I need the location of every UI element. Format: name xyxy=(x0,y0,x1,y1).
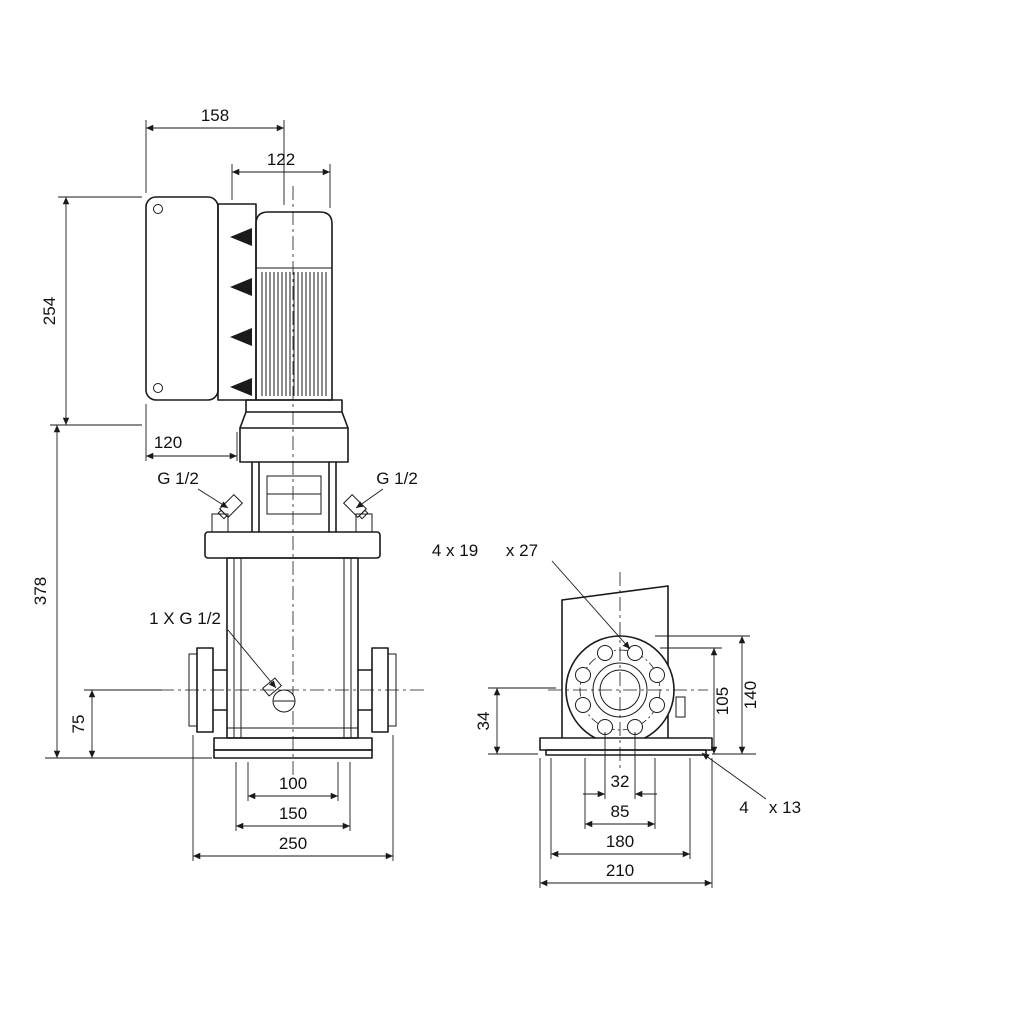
dim-210-label: 210 xyxy=(606,861,634,880)
bolt-hole xyxy=(649,697,665,713)
dim-250-label: 250 xyxy=(279,834,307,853)
bolt-hole xyxy=(575,697,591,713)
bolt-hole xyxy=(597,645,613,661)
break-line xyxy=(561,585,669,601)
dim-122-label: 122 xyxy=(267,150,295,169)
port-left-label: G 1/2 xyxy=(157,469,199,488)
side-dimensions: 4 x 19 x 27 34 105 140 32 xyxy=(432,541,801,888)
pump-head xyxy=(204,427,381,559)
dim-120-label: 120 xyxy=(154,433,182,452)
dim-100-label: 100 xyxy=(279,774,307,793)
dim-378-label: 378 xyxy=(31,577,50,605)
vent-port-left xyxy=(217,493,244,520)
pipe-flange-right xyxy=(357,647,397,733)
side-base xyxy=(539,737,713,756)
dim-34-label: 34 xyxy=(474,712,493,731)
flange-holes-label-b: x 27 xyxy=(506,541,538,560)
dim-105-label: 105 xyxy=(713,687,732,715)
port-right-label: G 1/2 xyxy=(376,469,418,488)
dim-254-label: 254 xyxy=(40,297,59,325)
head-flange xyxy=(204,531,381,559)
dim-150-label: 150 xyxy=(279,804,307,823)
dim-140-label: 140 xyxy=(741,681,760,709)
motor-cooling-fins xyxy=(261,272,327,396)
front-view: 158 122 254 378 120 75 xyxy=(31,106,425,861)
drain-plug xyxy=(261,677,296,713)
dim-75-label: 75 xyxy=(69,715,88,734)
flange-holes-label-a: 4 x 19 xyxy=(432,541,478,560)
dim-158-label: 158 xyxy=(201,106,229,125)
motor-terminal-box xyxy=(145,196,219,401)
drain-label: 1 X G 1/2 xyxy=(149,609,221,628)
dim-180-label: 180 xyxy=(606,832,634,851)
chamber-stack xyxy=(226,557,359,739)
motor-bracket xyxy=(217,203,257,401)
bolt-hole xyxy=(575,667,591,683)
base-holes-label-b: x 13 xyxy=(769,798,801,817)
front-base xyxy=(213,737,373,759)
motor-body xyxy=(255,211,333,401)
motor-flange xyxy=(239,399,349,429)
nameplate-tab xyxy=(675,696,686,718)
bolt-hole xyxy=(627,645,643,661)
dim-85-label: 85 xyxy=(611,802,630,821)
pipe-flange-left xyxy=(188,647,228,733)
side-view: 4 x 19 x 27 34 105 140 32 xyxy=(432,541,801,888)
coupling xyxy=(266,475,322,515)
base-holes-label-a: 4 xyxy=(739,798,748,817)
front-dimensions: 158 122 254 378 120 75 xyxy=(31,106,418,861)
dim-32-label: 32 xyxy=(611,772,630,791)
bolt-hole xyxy=(649,667,665,683)
